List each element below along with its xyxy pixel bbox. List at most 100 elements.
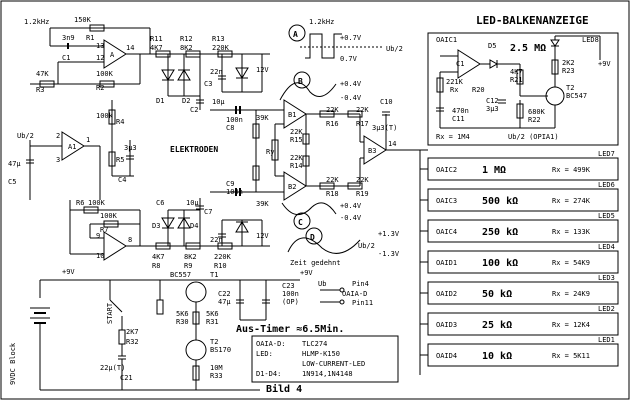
el-b3-symbol xyxy=(363,135,387,165)
el-r14-val: 22K xyxy=(290,154,303,162)
rb-r6-val: 100K xyxy=(88,199,106,207)
el-r15: R15 xyxy=(290,136,303,144)
pw-c21: C21 xyxy=(120,374,133,382)
parts-row-value: LOW-CURRENT-LED xyxy=(302,360,365,368)
led-stage-opamp: OAID3 xyxy=(436,321,457,329)
detail-2k2: 2K2 xyxy=(562,59,575,67)
pw-bs170: BS170 xyxy=(210,346,231,354)
detail-470n: 470n xyxy=(452,107,469,115)
el-c10: C10 xyxy=(380,98,393,106)
bias-r4: R4 xyxy=(116,118,124,126)
el-r-39k-bot: 39K xyxy=(256,200,269,208)
parts-row-key: LED: xyxy=(256,350,273,358)
waveform-d-zeit: Zeit gedehnt xyxy=(290,259,341,267)
pw-r31-val: 5K6 xyxy=(206,310,219,318)
rb-r10-val: 220K xyxy=(214,253,232,261)
rb-c-22n: 22n xyxy=(210,236,223,244)
rt-c2: C2 xyxy=(190,106,198,114)
detail-diode-symbol xyxy=(489,59,499,69)
pw-t2: T2 xyxy=(210,338,218,346)
rb-r8-val: 4K7 xyxy=(152,253,165,261)
rb-d3: D3 xyxy=(152,222,160,230)
detail-r22: R22 xyxy=(528,116,541,124)
detail-resistance: 2.5 MΩ xyxy=(510,43,546,54)
detail-bc547: BC547 xyxy=(566,92,587,100)
figure-caption: Bild 4 xyxy=(266,383,302,395)
rectifier-top: R11 4K7 R12 8K2 R13 220K D1 D2 C2 10μ C3… xyxy=(150,35,270,114)
bias-r5: R5 xyxy=(116,156,124,164)
el-b1: B1 xyxy=(288,111,296,119)
rt-c3: C3 xyxy=(204,80,212,88)
pw-t1: T1 xyxy=(210,271,218,279)
osc-r1: R1 xyxy=(86,34,94,42)
rb-d4: D4 xyxy=(190,222,198,230)
led-stage-led: LED7 xyxy=(598,150,615,158)
bias-c4: C4 xyxy=(118,176,126,184)
osc-r2: R2 xyxy=(96,84,104,92)
rb-pin8: 8 xyxy=(128,236,132,244)
rt-r13: R13 xyxy=(212,35,225,43)
waveform-a-low: 0.7V xyxy=(340,55,358,63)
led-stage-rx: Rx = 499K xyxy=(552,166,591,174)
led-stage-led: LED6 xyxy=(598,181,615,189)
waveform-b-marker xyxy=(293,71,311,89)
osc-a-label: A xyxy=(110,51,115,59)
pw-bc557: BC557 xyxy=(170,271,191,279)
rb-opamp-symbol xyxy=(103,231,127,261)
detail-box xyxy=(427,32,619,146)
waveform-d-letter: D xyxy=(310,233,315,242)
led-stage-opamp: OAID4 xyxy=(436,352,457,360)
detail-r21: R21 xyxy=(510,76,523,84)
detail-opamp: OAIC1 xyxy=(436,36,457,44)
pw-r31: R31 xyxy=(206,318,219,326)
pw-r33: R33 xyxy=(210,372,223,380)
rt-r12-val: 8K2 xyxy=(180,44,193,52)
rt-r11: R11 xyxy=(150,35,163,43)
waveform-c-letter: C xyxy=(298,218,303,227)
waveform-b-letter: B xyxy=(298,77,303,86)
led-stage-rx: Rx = 54K9 xyxy=(552,259,590,267)
osc-opamp-symbol xyxy=(103,39,127,69)
rt-r13-val: 220K xyxy=(212,44,230,52)
pw-c23-val: 100n xyxy=(282,290,299,298)
led-stage-resistance: 500 kΩ xyxy=(482,196,518,207)
rt-r11-val: 4K7 xyxy=(150,44,163,52)
bias-pin2: 2 xyxy=(56,132,60,140)
led-stage-opamp: OAID1 xyxy=(436,259,457,267)
el-r18: R18 xyxy=(326,190,339,198)
waveform-a-ub2: Ub/2 xyxy=(386,45,403,53)
detail-r23: R23 xyxy=(562,67,575,75)
el-r17-val: 22K xyxy=(356,106,369,114)
oscillator-section: 1.2kHz 150K 3n9 C1 R1 47K 100K R2 R3 13 … xyxy=(24,16,200,94)
waveform-d-marker xyxy=(305,227,323,245)
osc-r-150k-symbol xyxy=(89,24,105,32)
led-stage-led: LED2 xyxy=(598,305,615,313)
parts-box: OAIA-D:TLC274LED:HLMP-K150LOW-CURRENT-LE… xyxy=(251,335,399,383)
detail-c11: C11 xyxy=(452,115,465,123)
detail-transistor-symbol xyxy=(545,86,565,106)
waveform-d-ub2: Ub/2 xyxy=(358,242,375,250)
osc-c-3n9: 3n9 xyxy=(62,34,75,42)
led-stage-rx: Rx = 274K xyxy=(552,197,591,205)
el-r19-val: 22K xyxy=(356,176,369,184)
waveform-c-trace xyxy=(281,202,337,215)
led-stage-resistance: 10 kΩ xyxy=(482,351,512,362)
detail-diode: D5 xyxy=(488,42,496,50)
bias-ub2: Ub/2 xyxy=(17,132,34,140)
el-b1-symbol xyxy=(283,99,307,129)
led-stage-led: LED3 xyxy=(598,274,615,282)
rb-r9: R9 xyxy=(184,262,192,270)
led-stage-resistance: 100 kΩ xyxy=(482,258,518,269)
rb-c6: C6 xyxy=(156,199,164,207)
pw-r-10m: 10M xyxy=(210,364,223,372)
rb-r10: R10 xyxy=(214,262,227,270)
el-c9: C9 xyxy=(226,180,234,188)
el-r-39k-top: 39K xyxy=(256,114,269,122)
detail-3u3: 3μ3 xyxy=(486,105,499,113)
pw-r30-val: 5K6 xyxy=(176,310,189,318)
led-stage-led: LED1 xyxy=(598,336,615,344)
